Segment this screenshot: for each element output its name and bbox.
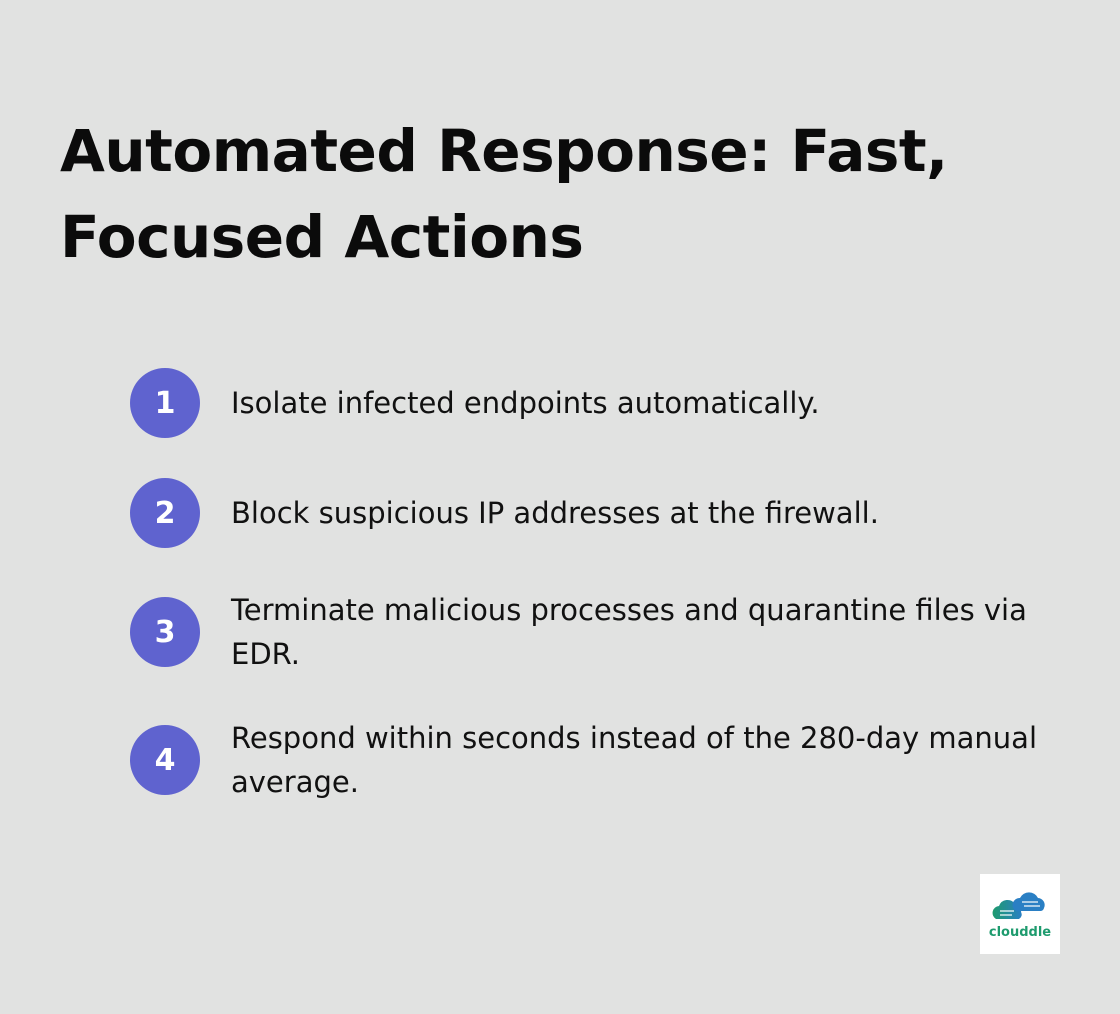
step-text: Terminate malicious processes and quaran…: [231, 593, 1027, 671]
step-item-4: 4 Respond within seconds instead of the …: [130, 716, 1070, 804]
step-item-2: 2 Block suspicious IP addresses at the f…: [130, 478, 1070, 548]
step-number-badge: 4: [130, 725, 200, 795]
step-item-3: 3 Terminate malicious processes and quar…: [130, 588, 1070, 676]
step-text: Block suspicious IP addresses at the fir…: [231, 496, 879, 530]
logo-text: clouddle: [988, 924, 1052, 940]
step-number-badge: 1: [130, 368, 200, 438]
step-text: Respond within seconds instead of the 28…: [231, 721, 1038, 799]
step-number-badge: 3: [130, 597, 200, 667]
clouddle-logo: clouddle: [980, 874, 1060, 954]
step-item-1: 1 Isolate infected endpoints automatical…: [130, 368, 1070, 438]
step-number-badge: 2: [130, 478, 200, 548]
page-title: Automated Response: Fast, Focused Action…: [60, 117, 948, 271]
cloud-icon: [992, 891, 1045, 919]
step-text: Isolate infected endpoints automatically…: [231, 386, 820, 420]
